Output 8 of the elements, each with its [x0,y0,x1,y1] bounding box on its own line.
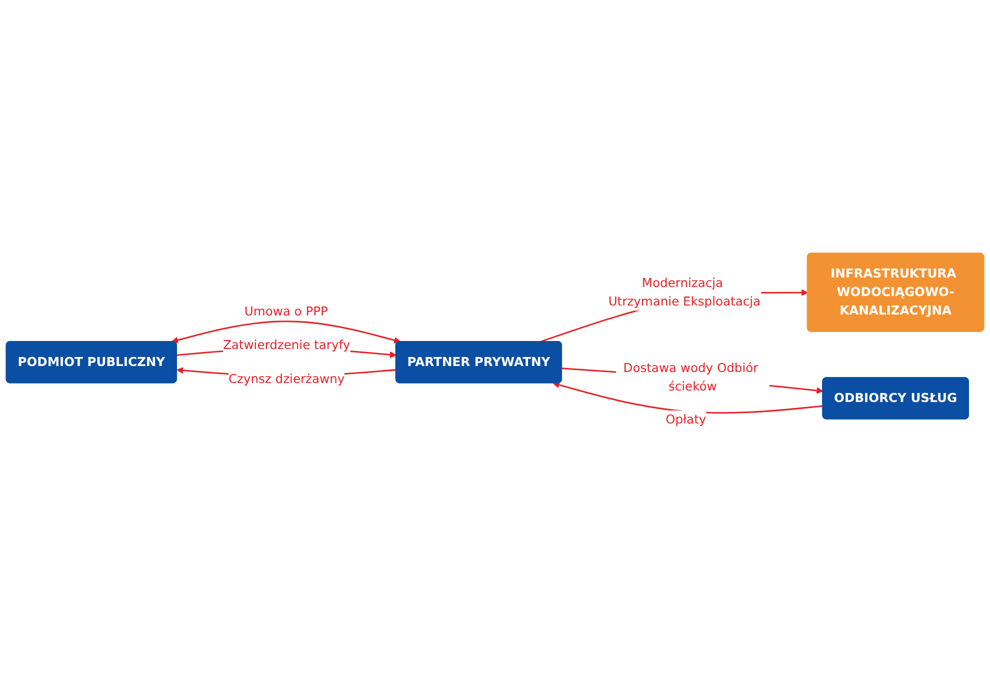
edge-label: Zatwierdzenie taryfy [222,338,350,352]
edge-label: Czynsz dzierżawny [228,371,345,386]
edge-label: Opłaty [666,412,706,427]
edge-label: Dostawa wody Odbiór ścieków [623,360,758,394]
arrow [552,382,823,414]
edge-label: Umowa o PPP [244,304,328,318]
arrow [171,320,401,344]
edge-label: Modernizacja Utrzymanie Eksploatacja [608,275,761,308]
